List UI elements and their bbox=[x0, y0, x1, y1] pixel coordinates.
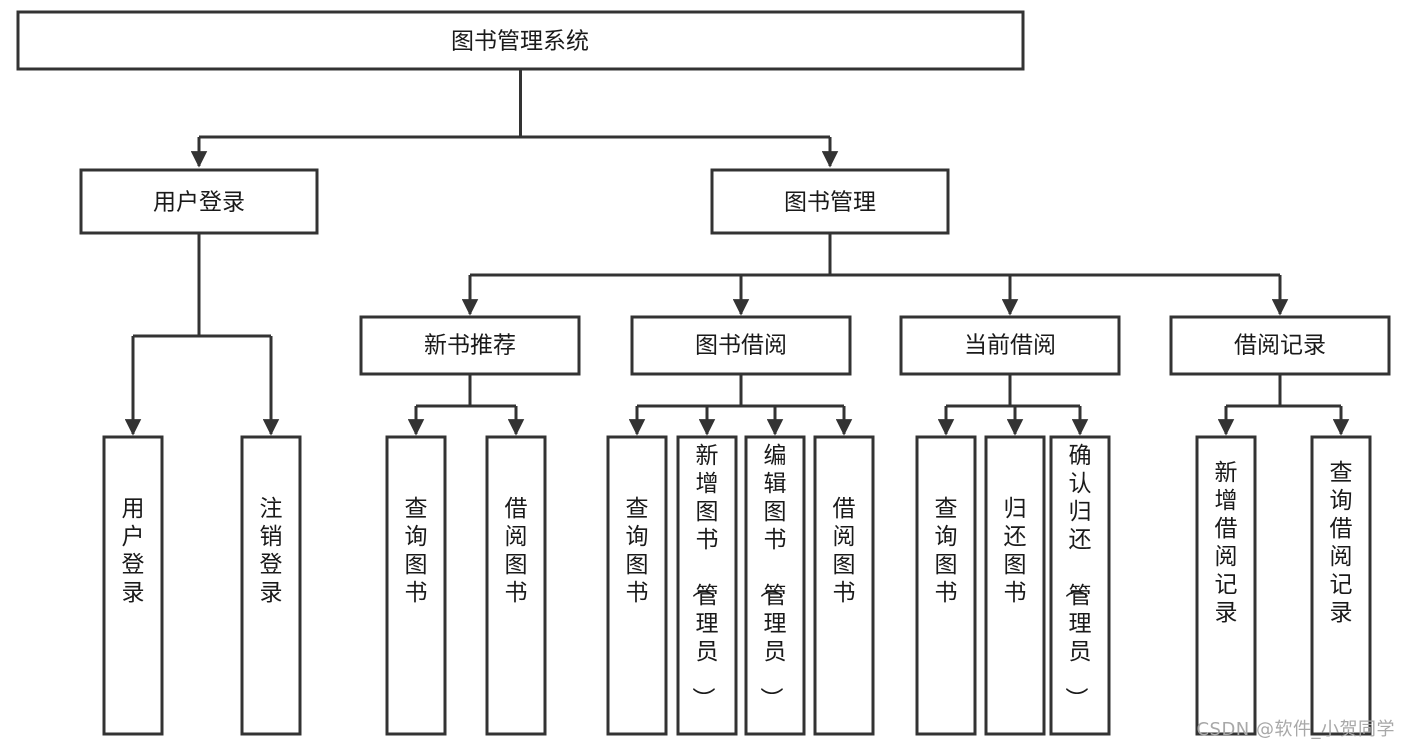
node-leaf-user-logout[interactable]: 注销登录 bbox=[240, 435, 302, 736]
node-leaf-add-record-label: 新增借阅记录 bbox=[1215, 460, 1238, 626]
node-current-borrow[interactable]: 当前借阅 bbox=[899, 315, 1121, 376]
node-leaf-add-record[interactable]: 新增借阅记录 bbox=[1195, 435, 1257, 736]
node-user-login-label: 用户登录 bbox=[153, 190, 245, 216]
node-current-borrow-label: 当前借阅 bbox=[964, 333, 1056, 359]
node-root[interactable]: 图书管理系统 bbox=[16, 10, 1025, 71]
node-leaf-add-book[interactable]: 新增图书（管理员） bbox=[676, 435, 738, 736]
node-book-borrow-label: 图书借阅 bbox=[695, 333, 787, 359]
node-leaf-user-login-label: 用户登录 bbox=[122, 496, 145, 606]
node-leaf-query-book-1[interactable]: 查询图书 bbox=[385, 435, 447, 736]
node-leaf-query-book-3-label: 查询图书 bbox=[935, 496, 958, 606]
node-leaf-edit-book-label: 编辑图书（管理员） bbox=[758, 443, 787, 710]
node-leaf-borrow-book-1-label: 借阅图书 bbox=[505, 496, 528, 606]
node-leaf-return-book[interactable]: 归还图书 bbox=[984, 435, 1046, 736]
node-leaf-user-logout-label: 注销登录 bbox=[260, 496, 283, 606]
node-leaf-query-book-2[interactable]: 查询图书 bbox=[606, 435, 668, 736]
node-root-label: 图书管理系统 bbox=[451, 29, 589, 55]
node-leaf-user-login[interactable]: 用户登录 bbox=[102, 435, 164, 736]
node-leaf-borrow-book-1[interactable]: 借阅图书 bbox=[485, 435, 547, 736]
node-layer: 图书管理系统 用户登录 图书管理 新书推荐 图书借阅 当前 bbox=[16, 10, 1391, 736]
connector-layer bbox=[124, 69, 1350, 436]
node-book-manage-label: 图书管理 bbox=[784, 190, 876, 216]
node-borrow-record[interactable]: 借阅记录 bbox=[1169, 315, 1391, 376]
node-borrow-record-label: 借阅记录 bbox=[1234, 333, 1326, 359]
node-leaf-return-book-label: 归还图书 bbox=[1004, 496, 1027, 606]
node-book-borrow[interactable]: 图书借阅 bbox=[630, 315, 852, 376]
node-book-manage[interactable]: 图书管理 bbox=[710, 168, 950, 235]
node-leaf-add-book-label: 新增图书（管理员） bbox=[690, 443, 719, 710]
node-leaf-borrow-book-2[interactable]: 借阅图书 bbox=[813, 435, 875, 736]
node-leaf-borrow-book-2-label: 借阅图书 bbox=[833, 496, 856, 606]
node-leaf-query-record[interactable]: 查询借阅记录 bbox=[1310, 435, 1372, 736]
node-new-book-rec-label: 新书推荐 bbox=[424, 333, 516, 359]
node-new-book-rec[interactable]: 新书推荐 bbox=[359, 315, 581, 376]
node-user-login[interactable]: 用户登录 bbox=[79, 168, 319, 235]
node-leaf-confirm-return[interactable]: 确认归还（管理员） bbox=[1049, 435, 1111, 736]
node-leaf-query-book-1-label: 查询图书 bbox=[405, 496, 428, 606]
node-leaf-query-book-2-label: 查询图书 bbox=[626, 496, 649, 606]
node-leaf-edit-book[interactable]: 编辑图书（管理员） bbox=[744, 435, 806, 736]
node-leaf-query-book-3[interactable]: 查询图书 bbox=[915, 435, 977, 736]
node-leaf-query-record-label: 查询借阅记录 bbox=[1330, 460, 1353, 626]
node-leaf-confirm-return-label: 确认归还（管理员） bbox=[1063, 443, 1092, 710]
